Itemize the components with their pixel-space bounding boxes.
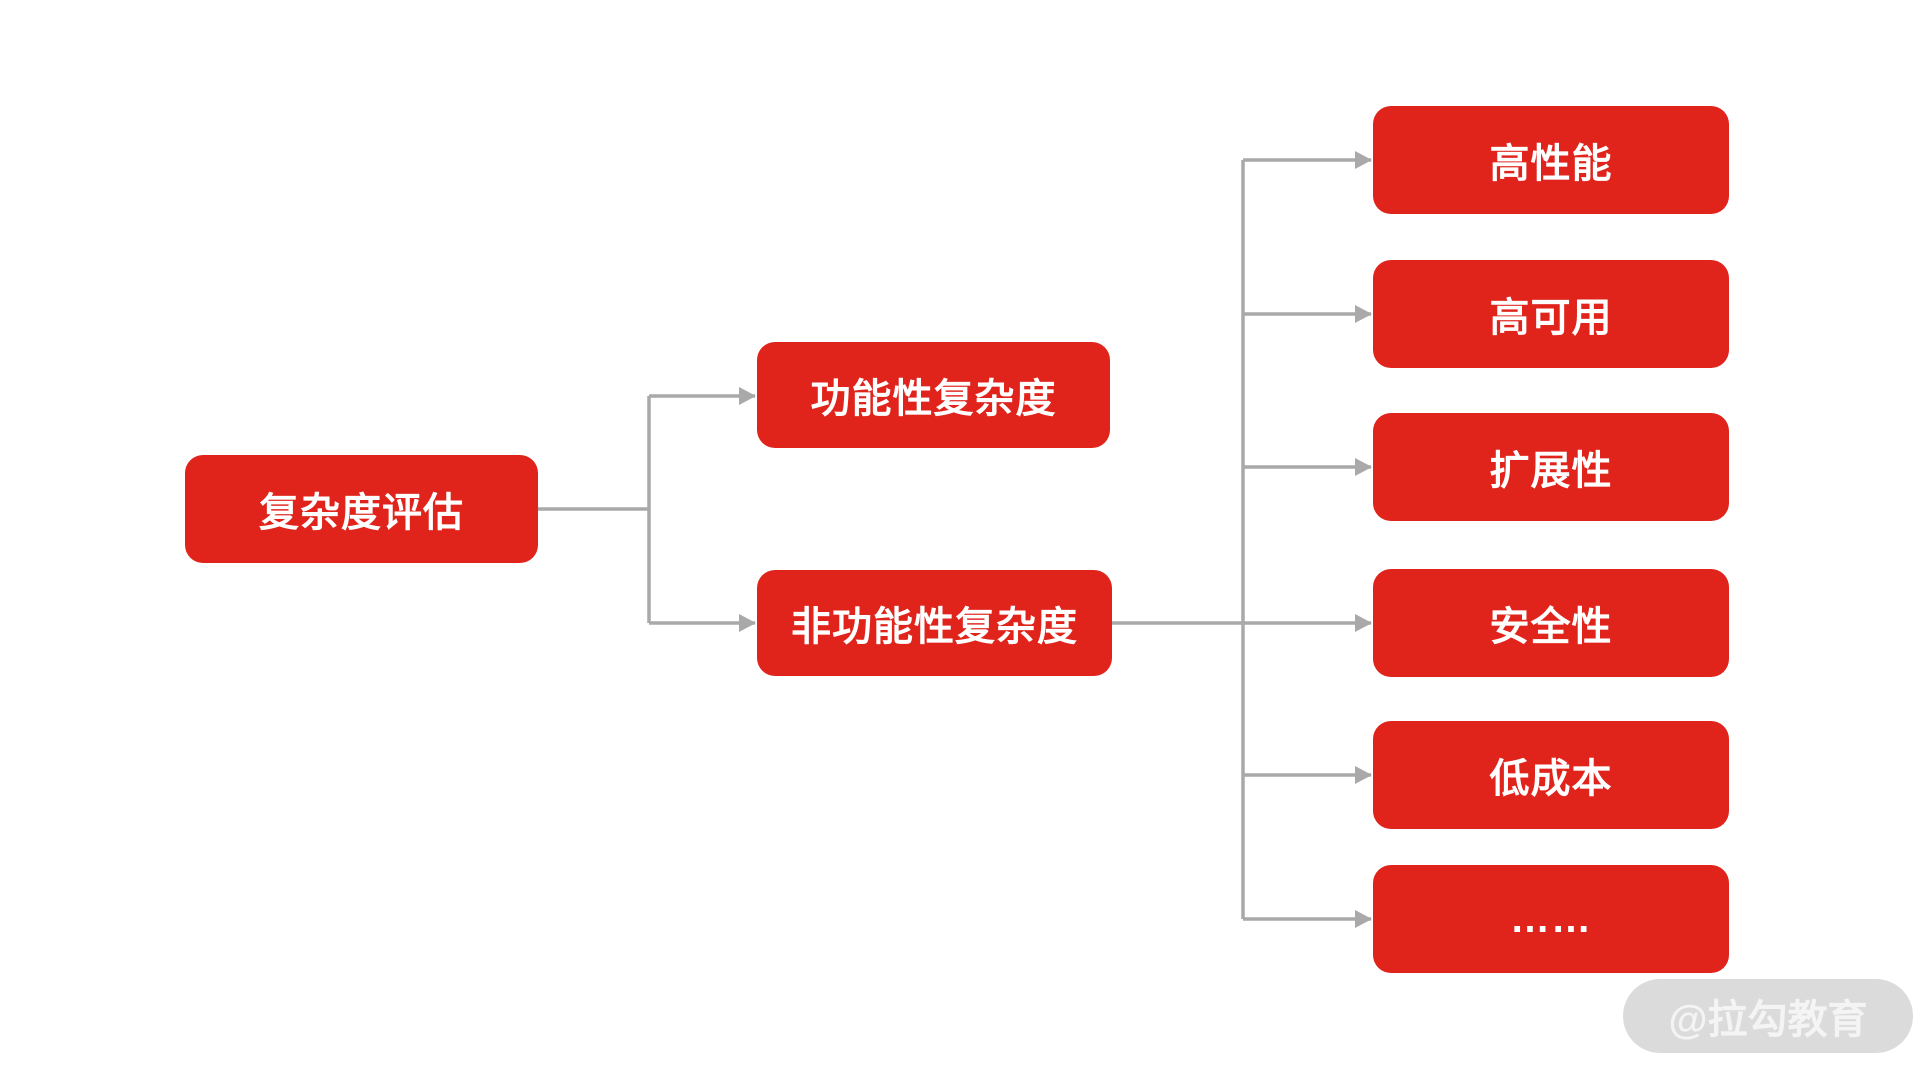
watermark-badge: @拉勾教育 [1623,979,1913,1053]
node-high-performance: 高性能 [1373,106,1729,214]
node-security: 安全性 [1373,569,1729,677]
node-low-cost: 低成本 [1373,721,1729,829]
node-high-availability: 高可用 [1373,260,1729,368]
node-ellipsis: …… [1373,865,1729,973]
node-scalability: 扩展性 [1373,413,1729,521]
node-nonfunctional-complexity: 非功能性复杂度 [757,570,1112,676]
node-complexity-assessment: 复杂度评估 [185,455,538,563]
node-functional-complexity: 功能性复杂度 [757,342,1110,448]
